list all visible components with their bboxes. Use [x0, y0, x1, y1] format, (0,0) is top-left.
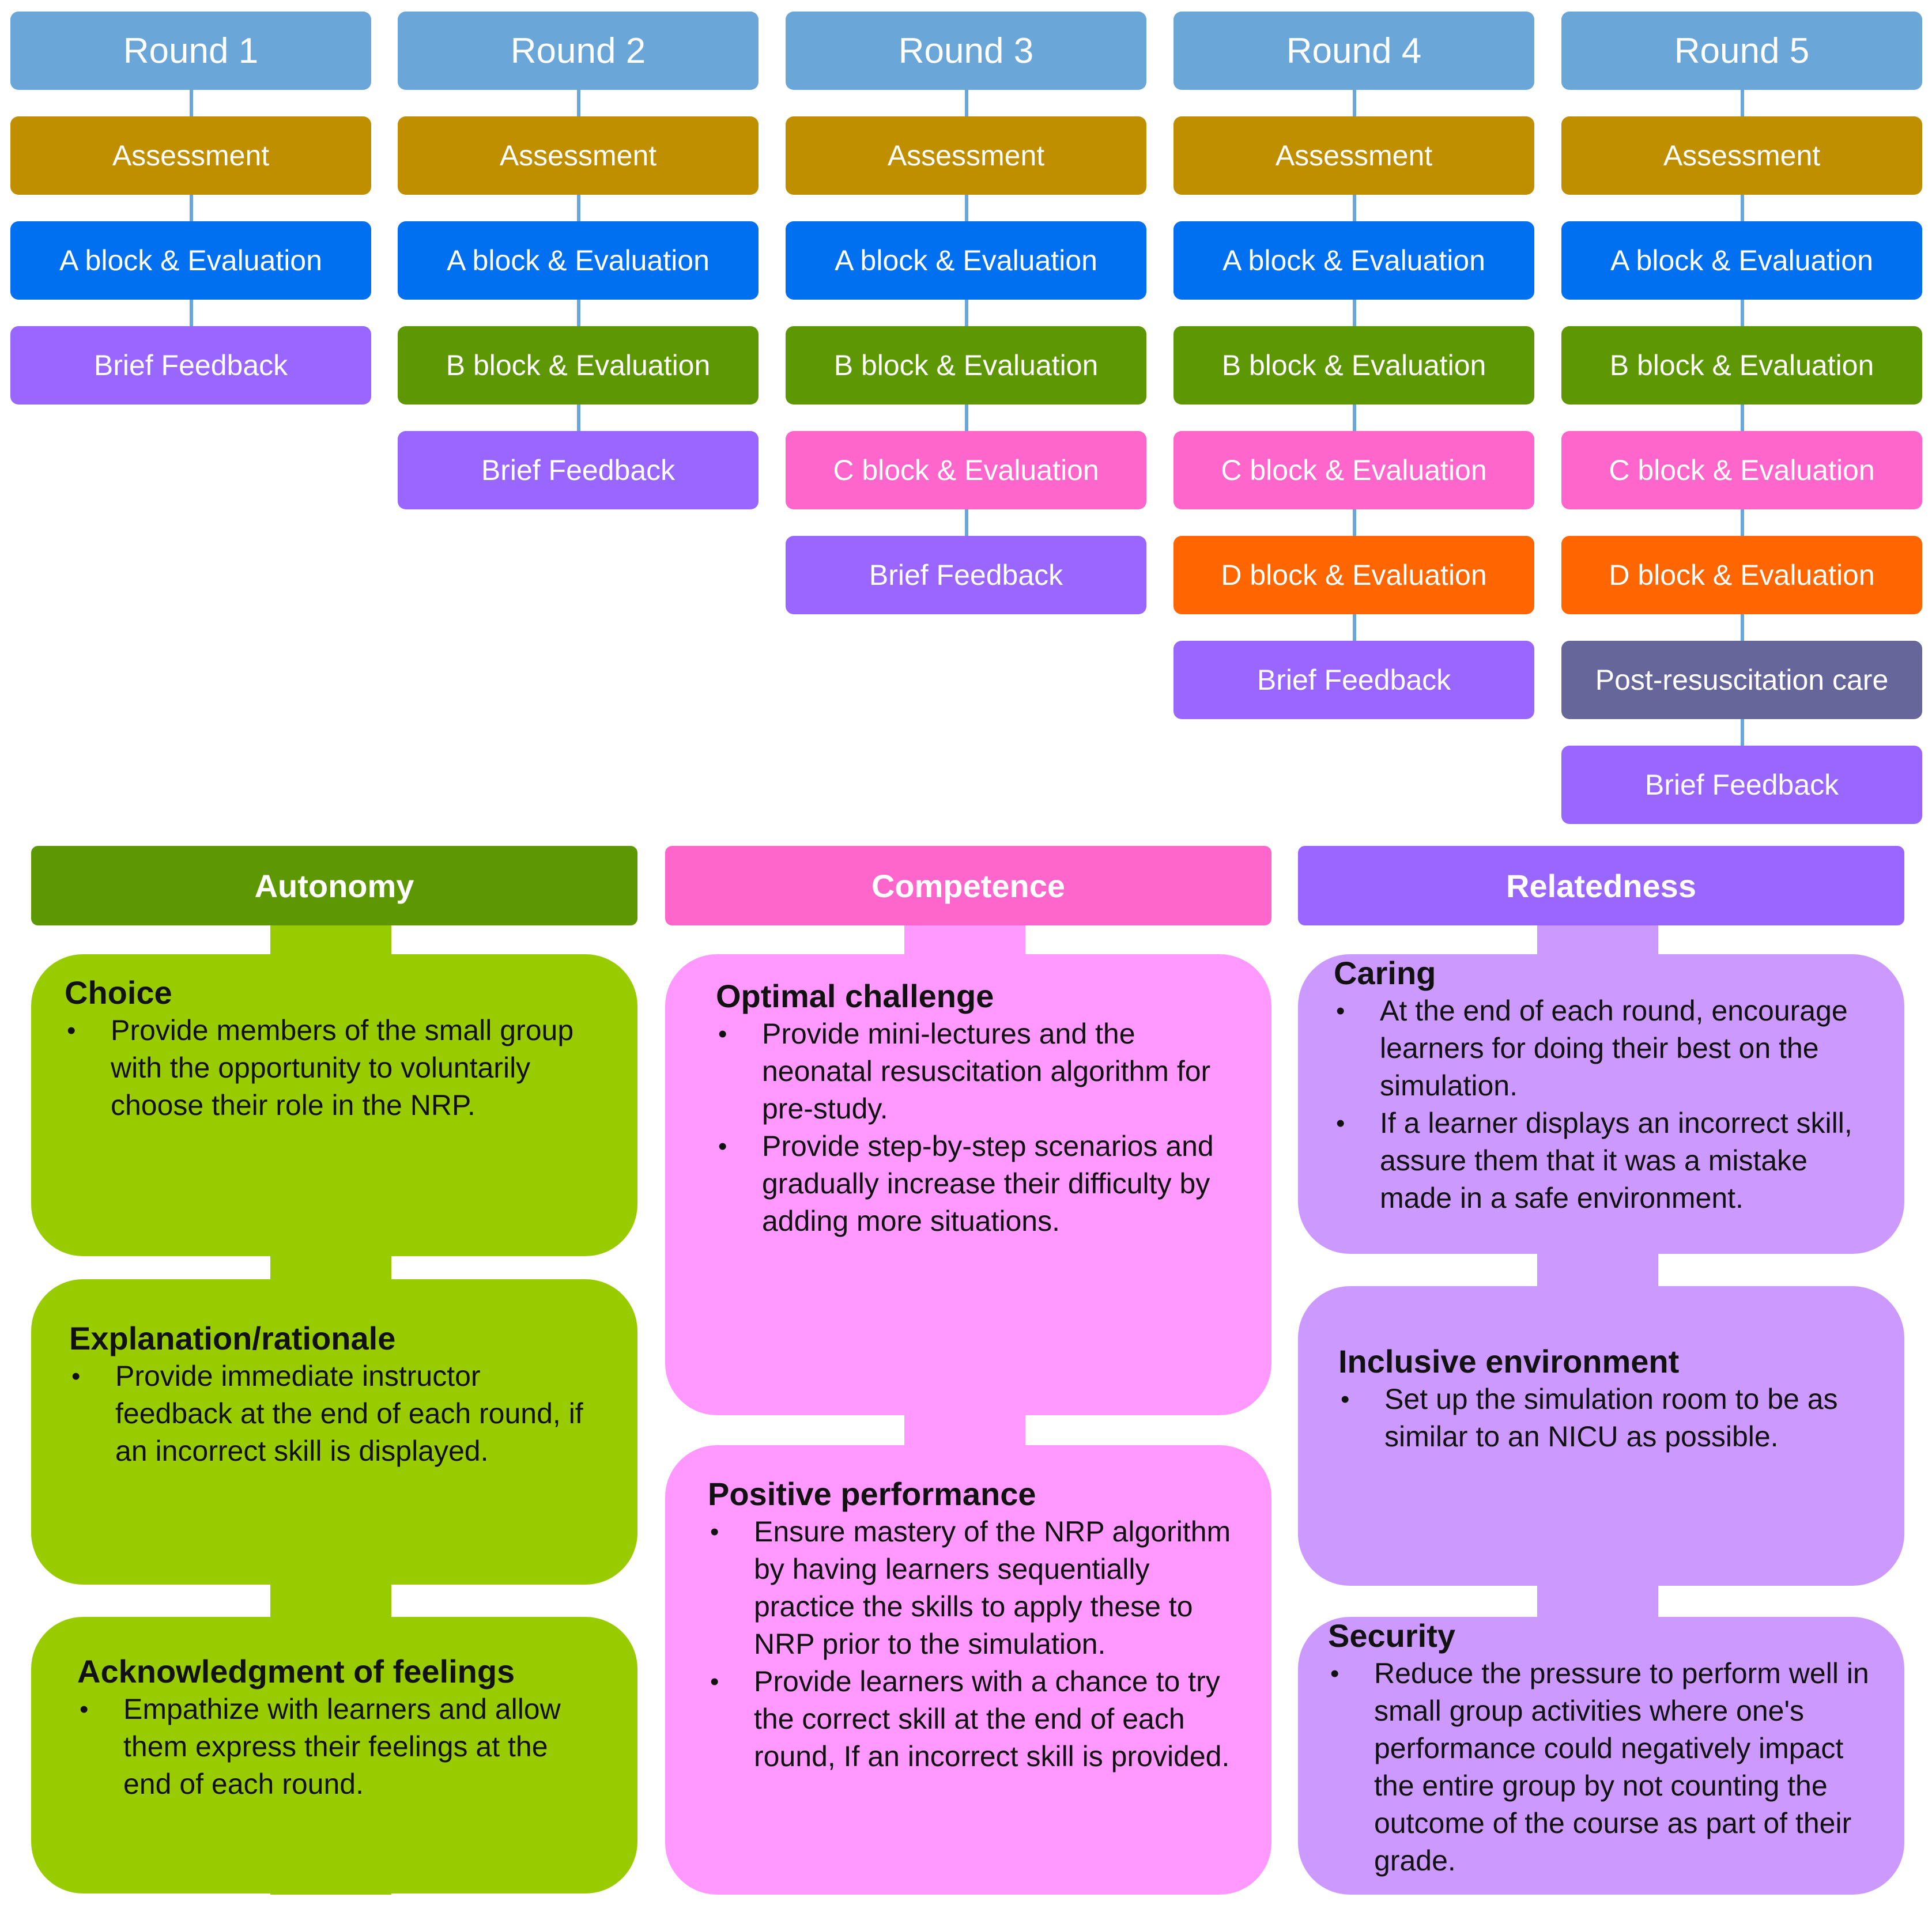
- feedback-box: Brief Feedback: [10, 326, 371, 405]
- c-block-box: C block & Evaluation: [1173, 431, 1534, 509]
- assessment-box: Assessment: [786, 116, 1146, 195]
- bullet: Provide members of the small group with …: [65, 1012, 603, 1124]
- round-title: Round 5: [1561, 12, 1922, 90]
- card-title: Caring: [1334, 955, 1436, 991]
- round-title: Round 2: [398, 12, 759, 90]
- choice-card: Choice Provide members of the small grou…: [31, 954, 637, 1256]
- autonomy-header: Autonomy: [31, 846, 637, 925]
- post-box: Post-resuscitation care: [1561, 641, 1922, 719]
- autonomy-panel: Autonomy Choice Provide members of the s…: [31, 846, 637, 1895]
- feedback-box: Brief Feedback: [1173, 641, 1534, 719]
- bullet: Provide mini-lectures and the neonatal r…: [716, 1015, 1237, 1128]
- round-connector-line: [190, 51, 193, 365]
- bullet: Provide immediate instructor feedback at…: [69, 1358, 603, 1470]
- card-title: Explanation/rationale: [69, 1320, 396, 1356]
- bullet: Reduce the pressure to perform well in s…: [1328, 1655, 1876, 1880]
- b-block-box: B block & Evaluation: [786, 326, 1146, 405]
- bullet: Empathize with learners and allow them e…: [77, 1691, 603, 1803]
- round-3-column: Round 3 Assessment A block & Evaluation B b…: [786, 0, 1146, 830]
- positive-performance-card: Positive performance Ensure mastery of t…: [665, 1445, 1271, 1895]
- b-block-box: B block & Evaluation: [1173, 326, 1534, 405]
- acknowledgment-card: Acknowledgment of feelings Empathize wit…: [31, 1617, 637, 1893]
- bullet: At the end of each round, encourage lear…: [1334, 992, 1870, 1105]
- a-block-box: A block & Evaluation: [1173, 221, 1534, 300]
- optimal-challenge-card: Optimal challenge Provide mini-lectures …: [665, 954, 1271, 1415]
- round-4-column: Round 4 Assessment A block & Evaluation B b…: [1173, 0, 1534, 830]
- round-connector-line: [1741, 51, 1744, 785]
- b-block-box: B block & Evaluation: [1561, 326, 1922, 405]
- a-block-box: A block & Evaluation: [1561, 221, 1922, 300]
- round-title: Round 3: [786, 12, 1146, 90]
- bullet: Provide step-by-step scenarios and gradu…: [716, 1128, 1237, 1240]
- bullet: Provide learners with a chance to try th…: [708, 1663, 1237, 1775]
- a-block-box: A block & Evaluation: [786, 221, 1146, 300]
- bullet: Set up the simulation room to be as simi…: [1338, 1381, 1870, 1456]
- competence-panel: Competence Optimal challenge Provide min…: [665, 846, 1271, 1895]
- card-title: Acknowledgment of feelings: [77, 1653, 515, 1689]
- assessment-box: Assessment: [398, 116, 759, 195]
- assessment-box: Assessment: [10, 116, 371, 195]
- card-title: Security: [1328, 1617, 1455, 1654]
- c-block-box: C block & Evaluation: [786, 431, 1146, 509]
- feedback-box: Brief Feedback: [398, 431, 759, 509]
- assessment-box: Assessment: [1173, 116, 1534, 195]
- security-card: Security Reduce the pressure to perform …: [1298, 1617, 1904, 1895]
- round-connector-line: [965, 51, 968, 575]
- card-title: Choice: [65, 974, 172, 1011]
- relatedness-panel: Relatedness Caring At the end of each ro…: [1298, 846, 1904, 1895]
- assessment-box: Assessment: [1561, 116, 1922, 195]
- card-title: Optimal challenge: [716, 978, 994, 1014]
- bullet: If a learner displays an incorrect skill…: [1334, 1105, 1870, 1217]
- a-block-box: A block & Evaluation: [398, 221, 759, 300]
- c-block-box: C block & Evaluation: [1561, 431, 1922, 509]
- round-title: Round 4: [1173, 12, 1534, 90]
- a-block-box: A block & Evaluation: [10, 221, 371, 300]
- round-2-column: Round 2 Assessment A block & Evaluation B b…: [398, 0, 759, 830]
- round-5-column: Round 5 Assessment A block & Evaluation B b…: [1561, 0, 1922, 830]
- round-title: Round 1: [10, 12, 371, 90]
- caring-card: Caring At the end of each round, encoura…: [1298, 954, 1904, 1254]
- relatedness-header: Relatedness: [1298, 846, 1904, 925]
- explanation-rationale-card: Explanation/rationale Provide immediate …: [31, 1279, 637, 1585]
- d-block-box: D block & Evaluation: [1173, 536, 1534, 614]
- inclusive-environment-card: Inclusive environment Set up the simulat…: [1298, 1286, 1904, 1586]
- competence-header: Competence: [665, 846, 1271, 925]
- bullet: Ensure mastery of the NRP algorithm by h…: [708, 1513, 1237, 1663]
- card-title: Inclusive environment: [1338, 1343, 1680, 1379]
- card-title: Positive performance: [708, 1476, 1036, 1512]
- feedback-box: Brief Feedback: [786, 536, 1146, 614]
- feedback-box: Brief Feedback: [1561, 746, 1922, 824]
- b-block-box: B block & Evaluation: [398, 326, 759, 405]
- d-block-box: D block & Evaluation: [1561, 536, 1922, 614]
